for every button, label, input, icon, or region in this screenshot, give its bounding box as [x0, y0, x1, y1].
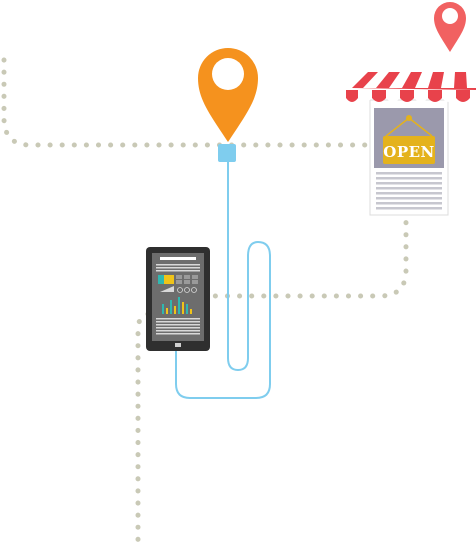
tablet-icon: [146, 247, 210, 351]
screen-footer-lines: [156, 318, 200, 335]
screen-yellow-block: [158, 275, 174, 284]
open-sign-text: OPEN: [383, 143, 435, 161]
route-store-down: [193, 147, 409, 299]
map-pin-icon: [198, 48, 258, 142]
store-awning: [346, 72, 476, 104]
screen-bar-chart: [162, 297, 192, 314]
screen-signal-wedge: [160, 286, 174, 292]
cable-connector: [218, 144, 236, 162]
screen-teal-block: [158, 275, 164, 284]
screen-gauges: [177, 287, 197, 293]
store-text-lines: [376, 172, 442, 210]
charging-cable: [175, 160, 271, 399]
screen-text-lines: [156, 264, 200, 272]
screen-small-tiles: [176, 275, 198, 284]
open-sign: OPEN: [383, 115, 435, 164]
store-map-pin-icon: [434, 2, 466, 52]
shop-icon: OPEN: [346, 72, 476, 216]
tablet-home-button: [175, 343, 181, 347]
screen-header-line: [160, 257, 196, 260]
